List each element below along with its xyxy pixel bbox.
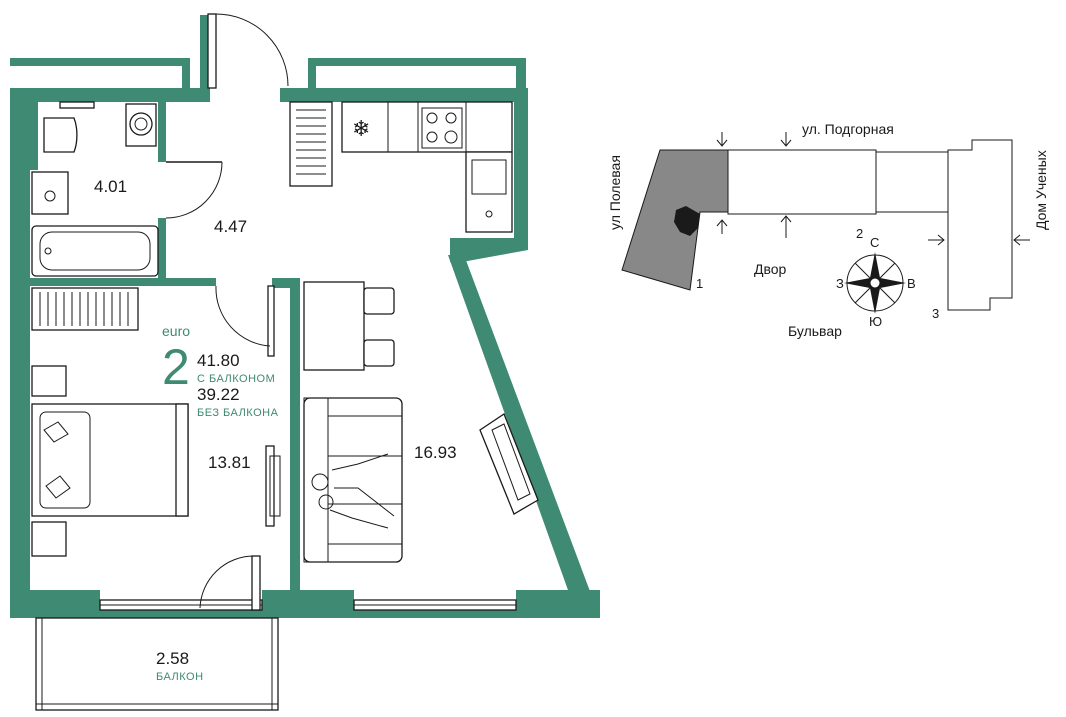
compass-north: С bbox=[870, 235, 879, 250]
kitchen-fixtures: ❄ bbox=[341, 101, 513, 233]
compass-rose: С Ю З В bbox=[836, 235, 916, 329]
building-2-outline bbox=[727, 149, 877, 215]
living-kitchen-area: 16.93 bbox=[414, 443, 457, 462]
doors bbox=[165, 13, 289, 611]
total-area-caption: С БАЛКОНОМ bbox=[197, 373, 275, 385]
svg-text:❄: ❄ bbox=[352, 116, 370, 141]
courtyard-label: Двор bbox=[754, 261, 787, 277]
bedroom-furniture bbox=[31, 365, 281, 557]
building-2-number: 2 bbox=[856, 226, 863, 241]
building-3-outline bbox=[947, 139, 1013, 311]
dining-set bbox=[303, 281, 395, 371]
plan-walls bbox=[10, 15, 600, 618]
bathroom-area: 4.01 bbox=[94, 177, 127, 196]
total-area: 41.80 bbox=[197, 351, 240, 370]
street-left-label: ул Полевая bbox=[607, 155, 623, 230]
compass-west: З bbox=[836, 276, 844, 291]
compass-east: В bbox=[907, 276, 916, 291]
apartment-type-label: euro bbox=[162, 323, 190, 339]
bedroom-area: 13.81 bbox=[208, 453, 251, 472]
balcony-caption: БАЛКОН bbox=[156, 671, 204, 683]
boulevard-label: Бульвар bbox=[788, 323, 842, 339]
balcony bbox=[35, 617, 279, 711]
hallway-area: 4.47 bbox=[214, 217, 247, 236]
room-areas: 4.01 4.47 13.81 16.93 2.58 БАЛКОН bbox=[94, 177, 457, 683]
compass-south: Ю bbox=[869, 314, 882, 329]
balcony-area: 2.58 bbox=[156, 649, 189, 668]
apartment-info: euro 2 41.80 С БАЛКОНОМ 39.22 БЕЗ БАЛКОН… bbox=[162, 323, 279, 419]
living-furniture bbox=[303, 397, 539, 563]
site-plan: С Ю З В ул. Подгорная ул Полевая Дом Уче… bbox=[607, 121, 1049, 339]
bathroom-fixtures bbox=[31, 101, 159, 277]
street-top-label: ул. Подгорная bbox=[802, 121, 894, 137]
room-count: 2 bbox=[162, 339, 190, 395]
windows bbox=[99, 599, 517, 611]
building-3-number: 3 bbox=[932, 306, 939, 321]
building-1-number: 1 bbox=[696, 276, 703, 291]
street-right-label: Дом Ученых bbox=[1033, 150, 1049, 230]
area-without-balcony-caption: БЕЗ БАЛКОНА bbox=[197, 407, 279, 419]
radiators bbox=[31, 101, 333, 331]
area-without-balcony: 39.22 bbox=[197, 385, 240, 404]
